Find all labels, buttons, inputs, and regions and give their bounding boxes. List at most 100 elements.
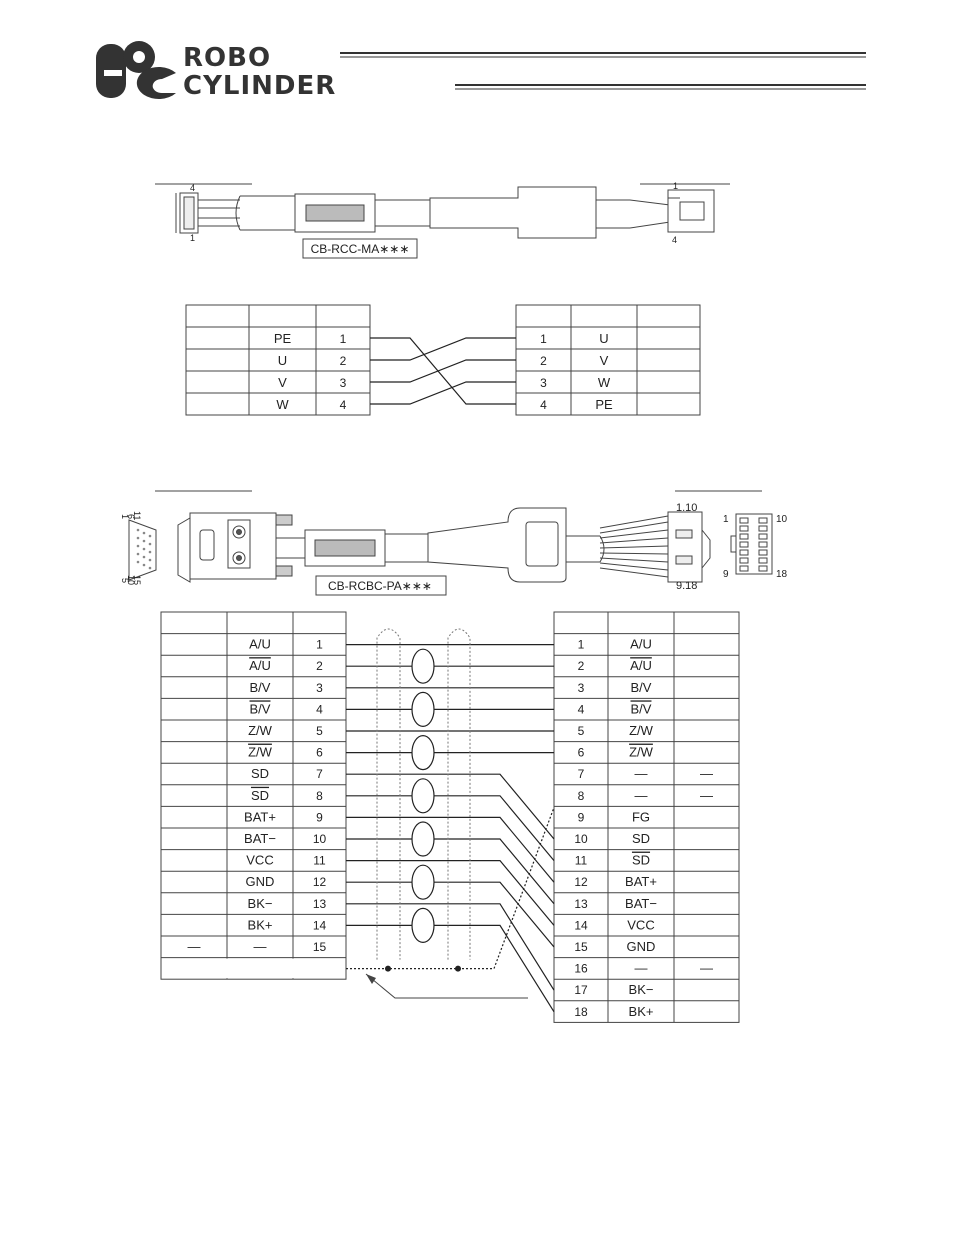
encoder-right-signal: BK−: [629, 982, 654, 997]
encoder-wire: [346, 924, 555, 1013]
encoder-right-connector: [667, 511, 711, 583]
encoder-left-pin: 13: [313, 897, 327, 911]
motor-right-connector: [667, 189, 715, 233]
twisted-pair-marker: [411, 864, 435, 900]
motor-right-signal: W: [598, 375, 611, 390]
encoder-wire: [346, 773, 555, 840]
dsub-pin-15: 15: [132, 575, 142, 585]
encoder-left-pin: 7: [316, 767, 323, 781]
encoder-right-extra: —: [700, 788, 713, 803]
logo-line1: ROBO: [183, 43, 271, 73]
twisted-pair-marker: [411, 648, 435, 684]
motor-wire: [370, 337, 516, 405]
motor-cable-model: CB-RCC-MA∗∗∗: [311, 242, 410, 256]
encoder-wire: [346, 816, 555, 883]
encoder-right-pin: 1: [578, 638, 585, 652]
motor-right-signal: V: [600, 353, 609, 368]
dsub-pin-5: 5: [120, 578, 130, 583]
motor-left-connector: [175, 192, 240, 234]
motor-right-pin: 1: [540, 332, 547, 346]
motor-left-signal: V: [278, 375, 287, 390]
encoder-right-signal: Z/W: [629, 745, 654, 760]
encoder-right-signal: GND: [627, 939, 656, 954]
face-pin-10: 10: [776, 514, 788, 525]
shield-junction-dot: [455, 965, 461, 972]
encoder-left-pin: 14: [313, 918, 327, 932]
encoder-left-extra: —: [188, 939, 201, 954]
encoder-wire: [346, 903, 555, 991]
motor-left-signal: U: [278, 353, 287, 368]
rc-logo-mark: [96, 41, 176, 99]
encoder-left-pin: 10: [313, 832, 327, 846]
encoder-pin-labels: 1.10 9.18 1 10 9 18: [676, 502, 788, 592]
encoder-right-pin: 14: [574, 918, 588, 932]
dsub-pin-1: 1: [120, 514, 130, 519]
encoder-left-pin: 1: [316, 638, 323, 652]
encoder-left-signal: Z/W: [248, 745, 273, 760]
encoder-right-signal: B/V: [631, 680, 652, 695]
encoder-left-signal: VCC: [246, 853, 273, 868]
motor-wire: [370, 381, 516, 405]
encoder-right-pin: 12: [574, 875, 588, 889]
encoder-left-pin: 4: [316, 702, 323, 716]
face-pin-18: 18: [776, 569, 788, 580]
encoder-right-signal: A/U: [630, 658, 652, 673]
motor-left-signal: W: [276, 397, 289, 412]
encoder-right-pin: 17: [574, 983, 588, 997]
encoder-right-pin: 18: [574, 1005, 588, 1019]
encoder-right-pin: 16: [574, 962, 588, 976]
encoder-cable-illustration: 1 6 11 5 10 15: [120, 490, 773, 596]
encoder-right-signal: —: [635, 961, 648, 976]
motor-right-pin-top: 1: [673, 181, 678, 191]
motor-left-pin: 2: [340, 354, 347, 368]
encoder-right-signal: —: [635, 766, 648, 781]
dsub-pin-11: 11: [132, 511, 142, 520]
dsub-connector-body: [177, 512, 305, 583]
encoder-right-pin: 4: [578, 702, 585, 716]
encoder-left-pin: 15: [313, 940, 327, 954]
encoder-right-pin: 10: [574, 832, 588, 846]
encoder-left-signal: BK−: [248, 896, 273, 911]
motor-left-pin-bottom: 1: [190, 233, 195, 243]
motor-right-pin-bottom: 4: [672, 235, 677, 245]
encoder-left-shield-row: [162, 958, 345, 979]
encoder-wire: [346, 795, 555, 861]
encoder-left-signal: —: [254, 939, 267, 954]
encoder-right-signal: SD: [632, 853, 650, 868]
encoder-left-signal: BK+: [248, 917, 273, 932]
encoder-left-signal: SD: [251, 788, 269, 803]
encoder-wire: [346, 860, 555, 926]
dsub-pin-10: 10: [126, 575, 136, 585]
motor-left-signal: PE: [274, 331, 292, 346]
encoder-left-signal: A/U: [249, 637, 271, 652]
encoder-left-signal: SD: [251, 766, 269, 781]
motor-right-pin: 4: [540, 398, 547, 412]
encoder-conn-pin-bottom: 9.18: [676, 580, 697, 592]
encoder-left-pin: 3: [316, 681, 323, 695]
callout-arrowhead: [366, 974, 376, 984]
encoder-left-pin: 6: [316, 746, 323, 760]
encoder-left-pin: 12: [313, 875, 327, 889]
encoder-right-extra: —: [700, 961, 713, 976]
encoder-right-pin: 6: [578, 746, 585, 760]
motor-wire: [370, 337, 516, 361]
encoder-conn-pin-top: 1.10: [676, 502, 697, 514]
shield-junction-dot: [385, 965, 391, 972]
motor-wire: [370, 359, 516, 383]
encoder-right-pin: 9: [578, 810, 585, 824]
twisted-pair-marker: [411, 734, 435, 771]
encoder-right-signal: FG: [632, 809, 650, 824]
face-pin-1: 1: [723, 514, 729, 525]
encoder-left-signal: B/V: [250, 701, 271, 716]
motor-right-pin: 2: [540, 354, 547, 368]
encoder-right-pin: 2: [578, 659, 585, 673]
motor-right-signal: PE: [595, 397, 613, 412]
encoder-right-table-border: [553, 611, 740, 1023]
encoder-left-signal: Z/W: [248, 723, 273, 738]
encoder-right-pin: 7: [578, 767, 585, 781]
encoder-left-signal: B/V: [250, 680, 271, 695]
encoder-left-pin: 5: [316, 724, 323, 738]
